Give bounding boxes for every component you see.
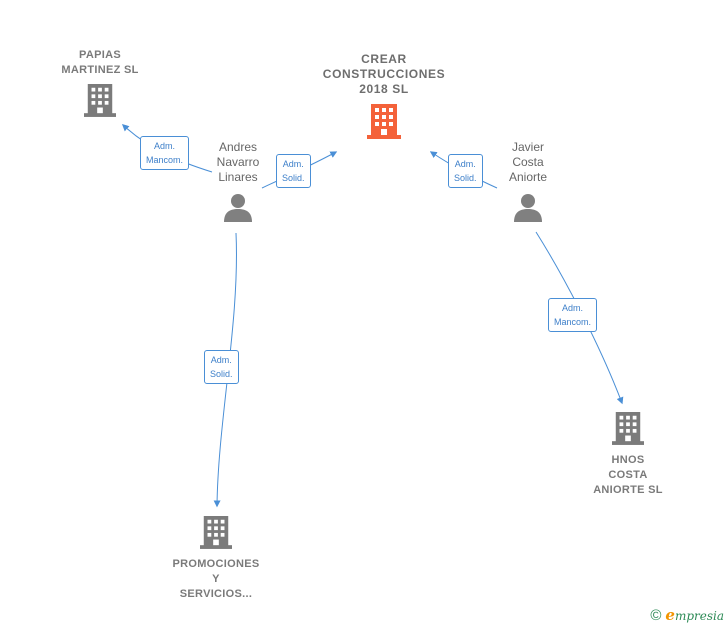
company-label-crear: CREAR CONSTRUCCIONES 2018 SL [322,52,446,96]
person-icon [223,192,253,227]
company-node-crear[interactable]: CREAR CONSTRUCCIONES 2018 SL [314,52,454,144]
copyright-symbol: © [650,606,662,624]
company-node-papias[interactable]: PAPIAS MARTINEZ SL [50,48,150,123]
person-label-javier: Javier Costa Aniorte [508,140,548,184]
building-icon [367,103,401,144]
company-label-papias: PAPIAS MARTINEZ SL [61,49,139,76]
edge-label-javier-hnos[interactable]: Adm. Mancom. [548,298,598,332]
person-node-javier[interactable]: Javier Costa Aniorte [486,140,570,227]
person-icon [513,192,543,227]
building-icon [200,514,232,555]
person-node-andres[interactable]: Andres Navarro Linares [196,140,280,227]
person-label-andres: Andres Navarro Linares [216,140,260,184]
edge-label-javier-crear[interactable]: Adm. Solid. [448,154,483,188]
company-node-hnos[interactable]: HNOS COSTA ANIORTE SL [578,410,678,498]
empresia-logo[interactable]: empresia [665,606,724,624]
edge-label-andres-promociones[interactable]: Adm. Solid. [204,350,239,384]
company-label-promociones: PROMOCIONES Y SERVICIOS... [172,558,260,600]
company-label-hnos: HNOS COSTA ANIORTE SL [593,454,663,496]
edge-label-andres-papias[interactable]: Adm. Mancom. [140,136,190,170]
company-node-promociones[interactable]: PROMOCIONES Y SERVICIOS... [166,514,266,602]
building-icon [84,82,116,123]
footer-brand: © empresia [650,606,724,624]
building-icon [612,410,644,451]
edge-label-andres-crear[interactable]: Adm. Solid. [276,154,311,188]
